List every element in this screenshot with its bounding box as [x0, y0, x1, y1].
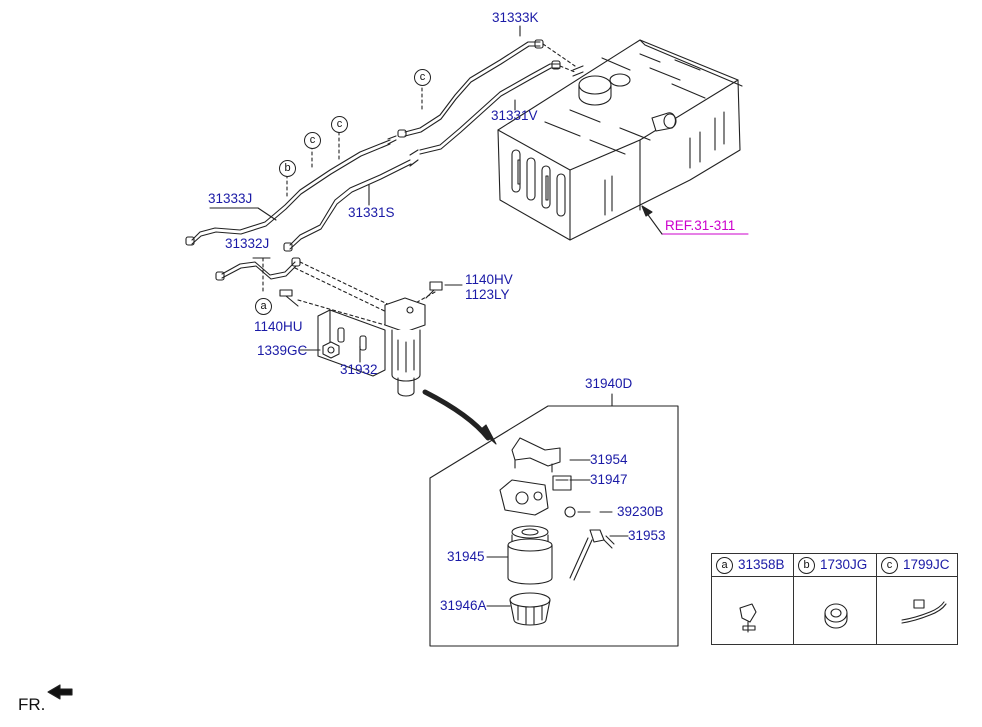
- fuel-tank: [497, 39, 743, 241]
- part-label-31947[interactable]: 31947: [590, 472, 628, 487]
- legend-table: a 31358B b 1730JG c 1799JC: [711, 553, 958, 645]
- part-label-31331S[interactable]: 31331S: [348, 205, 395, 220]
- legend-header: [712, 554, 957, 577]
- callout-a: a: [255, 298, 272, 315]
- part-label-31932[interactable]: 31932: [340, 362, 378, 377]
- callout-c: c: [331, 116, 348, 133]
- bolt-1140HU: [279, 289, 299, 307]
- part-label-1140HV[interactable]: 1140HV: [465, 272, 513, 287]
- filter-cartridge-31945: [507, 525, 553, 585]
- legend-col-a: a 31358B: [712, 554, 794, 644]
- explode-arrow: [422, 389, 491, 441]
- part-label-31332J[interactable]: 31332J: [225, 236, 270, 251]
- leader-lines: [209, 25, 629, 607]
- fuel-line-31332J: [215, 257, 301, 281]
- filter-head-31954: [511, 437, 561, 473]
- legend-letter: a: [716, 557, 733, 574]
- housing-assy: [499, 479, 549, 516]
- callout-c: c: [304, 132, 321, 149]
- plug-39230B: [564, 506, 576, 518]
- connection-lines: [262, 43, 576, 353]
- part-label-1123LY[interactable]: 1123LY: [465, 287, 510, 302]
- sensor-31947: [552, 475, 572, 491]
- legend-col-b: b 1730JG: [794, 554, 877, 644]
- part-label-1339GC[interactable]: 1339GC: [257, 343, 308, 358]
- part-label-1140HU[interactable]: 1140HU: [254, 319, 303, 334]
- part-label-31954[interactable]: 31954: [590, 452, 628, 467]
- callout-b: b: [279, 160, 296, 177]
- legend-part[interactable]: 31358B: [738, 557, 785, 572]
- part-label-31331V[interactable]: 31331V: [491, 108, 538, 123]
- legend-part[interactable]: 1799JC: [903, 557, 950, 572]
- part-label-31333J[interactable]: 31333J: [208, 191, 253, 206]
- cable-tie-icon: [901, 599, 947, 624]
- callout-c: c: [414, 69, 431, 86]
- legend-letter: b: [798, 557, 815, 574]
- part-label-31940D[interactable]: 31940D: [585, 376, 633, 391]
- fuel-line-31331S: [283, 149, 419, 252]
- bracket-31932: [317, 309, 386, 377]
- legend-col-c: c 1799JC: [877, 554, 959, 644]
- bowl-31946A: [509, 592, 551, 626]
- bolt-1140HV: [425, 281, 443, 299]
- part-label-31953[interactable]: 31953: [628, 528, 666, 543]
- part-label-31946A[interactable]: 31946A: [440, 598, 487, 613]
- clip-icon: [739, 603, 757, 633]
- front-label: FR.: [18, 695, 46, 714]
- exploded-view-frame: [429, 405, 679, 647]
- fuel-line-31333J: [185, 135, 397, 246]
- nut-1339GC: [322, 341, 340, 359]
- fuel-line-31331V: [419, 60, 561, 155]
- fuel-filter-assy: [384, 297, 426, 397]
- front-arrow-icon: [47, 684, 73, 700]
- part-label-31945[interactable]: 31945: [447, 549, 485, 564]
- legend-part[interactable]: 1730JG: [820, 557, 868, 572]
- grommet-icon: [824, 603, 848, 629]
- part-label-39230B[interactable]: 39230B: [617, 504, 664, 519]
- part-label-31333K[interactable]: 31333K: [492, 10, 539, 25]
- ref-arrow: [645, 211, 663, 235]
- heater-31953: [569, 529, 615, 581]
- reference-link[interactable]: REF.31-311: [665, 218, 736, 233]
- legend-letter: c: [881, 557, 898, 574]
